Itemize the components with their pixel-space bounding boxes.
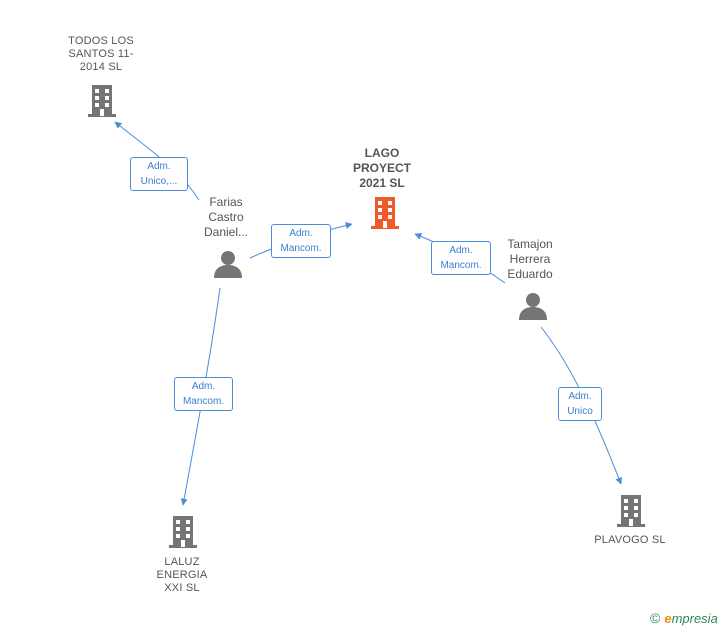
- company-label-todos[interactable]: TODOS LOS SANTOS 11- 2014 SL: [68, 35, 134, 73]
- edge-label-tamajon-lago[interactable]: Adm. Mancom.: [431, 241, 491, 275]
- edge-label-farias-todos[interactable]: Adm. Unico,...: [130, 157, 188, 191]
- building-icon[interactable]: [86, 84, 118, 118]
- logo-text: mpresia: [671, 611, 718, 626]
- building-icon[interactable]: [369, 196, 401, 230]
- person-label-tamajon[interactable]: Tamajon Herrera Eduardo: [507, 237, 553, 281]
- edge-label-farias-lago[interactable]: Adm. Mancom.: [271, 224, 331, 258]
- copyright-symbol: ©: [650, 610, 661, 626]
- building-icon[interactable]: [167, 515, 199, 549]
- person-icon[interactable]: [213, 250, 243, 278]
- logo-e: e: [664, 611, 672, 626]
- empresia-logo: ©empresia: [650, 610, 718, 626]
- edge-label-farias-laluz[interactable]: Adm. Mancom.: [174, 377, 233, 411]
- person-label-farias[interactable]: Farias Castro Daniel...: [203, 195, 249, 239]
- building-icon[interactable]: [615, 494, 647, 528]
- company-label-lago[interactable]: LAGO PROYECT 2021 SL: [352, 146, 411, 190]
- edge-label-tamajon-plavogo[interactable]: Adm. Unico: [558, 387, 602, 421]
- company-label-laluz[interactable]: LALUZ ENERGIA XXI SL: [156, 556, 208, 594]
- company-label-plavogo[interactable]: PLAVOGO SL: [594, 534, 666, 546]
- person-icon[interactable]: [518, 292, 548, 320]
